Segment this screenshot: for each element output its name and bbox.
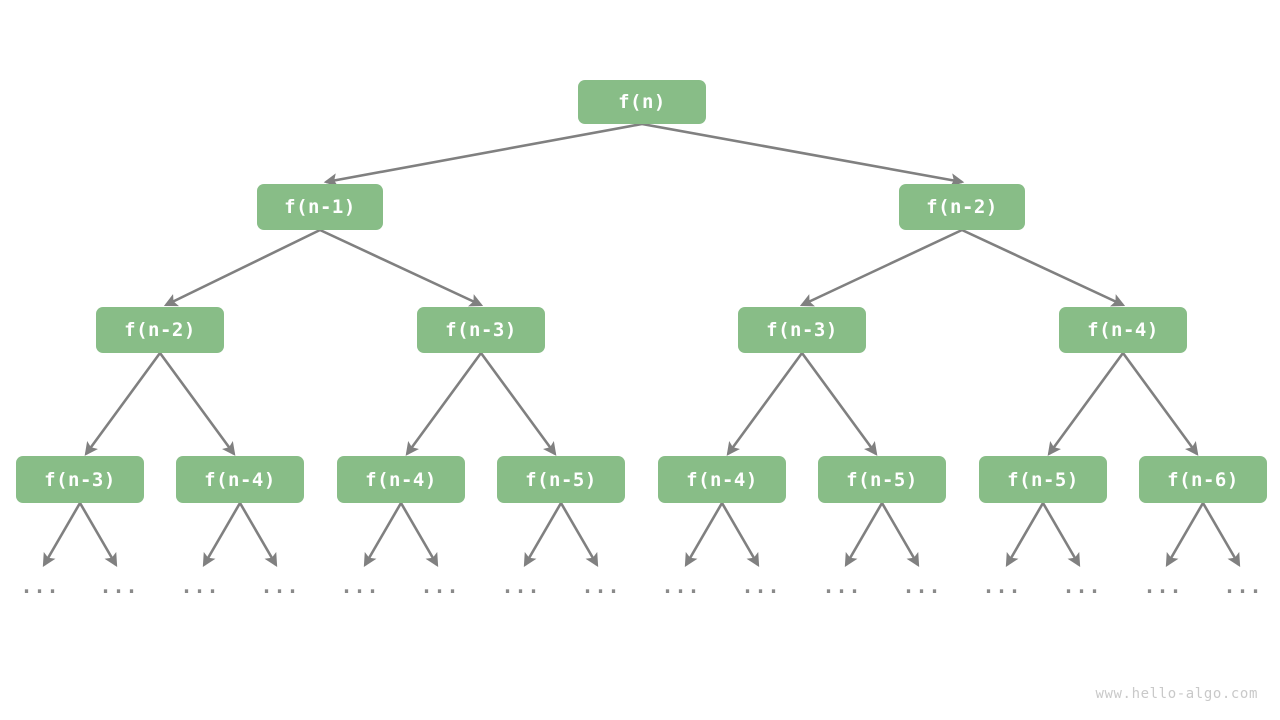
ellipsis-14: ... bbox=[1143, 574, 1183, 598]
tree-node-l3-5[interactable]: f(n-5) bbox=[818, 456, 946, 503]
tree-node-l2-2[interactable]: f(n-3) bbox=[738, 307, 866, 353]
tree-node-label: f(n-3) bbox=[44, 468, 116, 491]
ellipsis-0: ... bbox=[20, 574, 60, 598]
edge-l3c-to-dots6 bbox=[399, 502, 439, 568]
tree-node-l1-1[interactable]: f(n-2) bbox=[899, 184, 1025, 230]
edge-l2c-to-l3e bbox=[726, 352, 804, 456]
tree-node-l3-3[interactable]: f(n-5) bbox=[497, 456, 625, 503]
edge-l1b-to-l2c bbox=[799, 228, 963, 307]
tree-node-label: f(n-5) bbox=[1007, 468, 1079, 491]
ellipsis-1: ... bbox=[99, 574, 139, 598]
edge-l2c-to-l3f bbox=[800, 352, 878, 456]
tree-node-label: f(n-4) bbox=[686, 468, 758, 491]
edge-l2a-to-l3b bbox=[158, 352, 236, 456]
edge-l3b-to-dots4 bbox=[238, 502, 278, 568]
tree-node-label: f(n) bbox=[618, 91, 666, 113]
ellipsis-10: ... bbox=[822, 574, 862, 598]
tree-node-l3-1[interactable]: f(n-4) bbox=[176, 456, 304, 503]
tree-node-label: f(n-3) bbox=[766, 319, 838, 341]
tree-node-l3-7[interactable]: f(n-6) bbox=[1139, 456, 1267, 503]
tree-node-label: f(n-2) bbox=[926, 196, 998, 218]
tree-node-l3-2[interactable]: f(n-4) bbox=[337, 456, 465, 503]
ellipsis-8: ... bbox=[661, 574, 701, 598]
edge-l3g-to-dots14 bbox=[1041, 502, 1081, 568]
ellipsis-15: ... bbox=[1223, 574, 1263, 598]
ellipsis-2: ... bbox=[180, 574, 220, 598]
tree-node-l3-6[interactable]: f(n-5) bbox=[979, 456, 1107, 503]
tree-node-label: f(n-2) bbox=[124, 319, 196, 341]
tree-node-l1-0[interactable]: f(n-1) bbox=[257, 184, 383, 230]
ellipsis-13: ... bbox=[1062, 574, 1102, 598]
edge-l1a-to-l2b bbox=[319, 228, 484, 307]
tree-node-label: f(n-6) bbox=[1167, 468, 1239, 491]
tree-node-label: f(n-1) bbox=[284, 196, 356, 218]
edge-l3h-to-dots16 bbox=[1201, 502, 1241, 568]
edge-root-to-l1-left bbox=[323, 122, 643, 187]
ellipsis-3: ... bbox=[260, 574, 300, 598]
tree-node-l3-4[interactable]: f(n-4) bbox=[658, 456, 786, 503]
tree-node-label: f(n-4) bbox=[1087, 319, 1159, 341]
ellipsis-5: ... bbox=[420, 574, 460, 598]
edge-l2a-to-l3a bbox=[84, 352, 162, 456]
tree-node-label: f(n-3) bbox=[445, 319, 517, 341]
ellipsis-12: ... bbox=[982, 574, 1022, 598]
tree-node-label: f(n-5) bbox=[846, 468, 918, 491]
ellipsis-11: ... bbox=[902, 574, 942, 598]
edge-l2d-to-l3g bbox=[1047, 352, 1125, 456]
edge-l2d-to-l3h bbox=[1121, 352, 1199, 456]
edge-l3a-to-dots2 bbox=[78, 502, 118, 568]
tree-node-l3-0[interactable]: f(n-3) bbox=[16, 456, 144, 503]
edge-l3b-to-dots3 bbox=[202, 502, 242, 568]
ellipsis-4: ... bbox=[340, 574, 380, 598]
tree-node-l2-3[interactable]: f(n-4) bbox=[1059, 307, 1187, 353]
tree-node-label: f(n-4) bbox=[204, 468, 276, 491]
edge-l2b-to-l3d bbox=[479, 352, 557, 456]
tree-node-l0-0[interactable]: f(n) bbox=[578, 80, 706, 124]
edge-l3d-to-dots8 bbox=[559, 502, 599, 568]
tree-node-label: f(n-5) bbox=[525, 468, 597, 491]
ellipsis-9: ... bbox=[741, 574, 781, 598]
edge-l3e-to-dots10 bbox=[720, 502, 760, 568]
edge-l1b-to-l2d bbox=[961, 228, 1126, 307]
edge-l3g-to-dots13 bbox=[1005, 502, 1045, 568]
edge-l3a-to-dots1 bbox=[42, 502, 82, 568]
tree-node-l2-1[interactable]: f(n-3) bbox=[417, 307, 545, 353]
tree-node-label: f(n-4) bbox=[365, 468, 437, 491]
edge-l3d-to-dots7 bbox=[523, 502, 563, 568]
edge-l3f-to-dots12 bbox=[880, 502, 920, 568]
tree-node-l2-0[interactable]: f(n-2) bbox=[96, 307, 224, 353]
edge-root-to-l1-right bbox=[641, 122, 965, 187]
edge-l3e-to-dots9 bbox=[684, 502, 724, 568]
edge-l3h-to-dots15 bbox=[1165, 502, 1205, 568]
watermark-label: www.hello-algo.com bbox=[1095, 686, 1258, 702]
edge-l3f-to-dots11 bbox=[844, 502, 884, 568]
ellipsis-7: ... bbox=[581, 574, 621, 598]
edge-l1a-to-l2a bbox=[163, 228, 321, 307]
edge-l3c-to-dots5 bbox=[363, 502, 403, 568]
ellipsis-6: ... bbox=[501, 574, 541, 598]
edge-l2b-to-l3c bbox=[405, 352, 483, 456]
